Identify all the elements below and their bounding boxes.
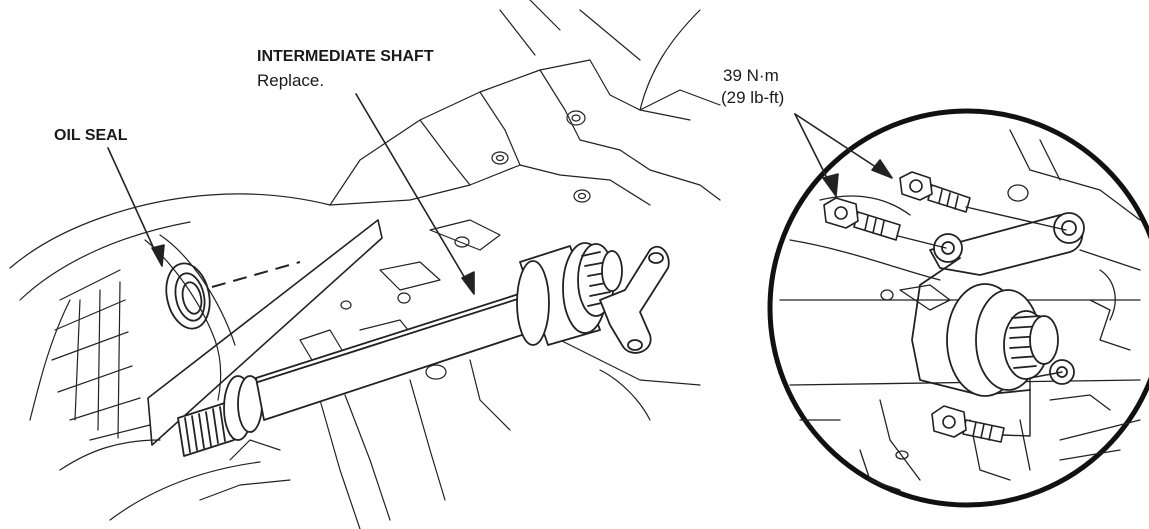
intermediate-shaft-note: Replace. xyxy=(257,71,325,90)
torque-nm-label: 39 N·m xyxy=(723,66,779,85)
oil-seal xyxy=(165,262,211,330)
intermediate-shaft xyxy=(177,242,670,457)
transmission-case xyxy=(9,0,721,529)
torque-lbft-label: (29 lb-ft) xyxy=(721,88,785,107)
leader-lines-right xyxy=(794,113,893,197)
leader-lines-left xyxy=(107,93,475,295)
cutaway-wedge xyxy=(147,219,383,446)
detail-view xyxy=(767,108,1149,508)
oil-seal-label: OIL SEAL xyxy=(54,127,128,144)
bolt-lower xyxy=(931,405,1005,443)
bolt-upper xyxy=(899,171,971,213)
bolt-left xyxy=(823,197,901,241)
intermediate-shaft-label: INTERMEDIATE SHAFT xyxy=(257,48,434,65)
installation-dashed-line xyxy=(211,261,301,288)
